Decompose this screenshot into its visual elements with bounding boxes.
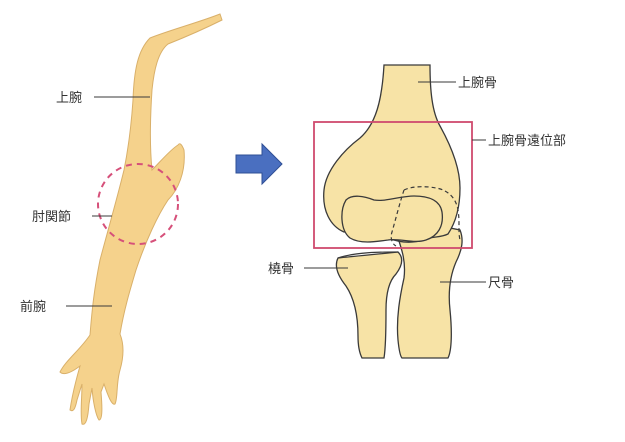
humerus-condyle bbox=[341, 195, 444, 243]
radius-bone bbox=[335, 251, 403, 359]
label-humerus: 上腕骨 bbox=[458, 75, 497, 91]
radius-head-line bbox=[337, 251, 399, 259]
label-distal-humerus: 上腕骨遠位部 bbox=[488, 133, 566, 149]
label-elbow-joint: 肘関節 bbox=[32, 210, 71, 225]
label-forearm: 前腕 bbox=[20, 299, 46, 315]
label-upper-arm: 上腕 bbox=[56, 90, 82, 106]
label-radius: 橈骨 bbox=[268, 262, 294, 277]
arm-shape bbox=[59, 13, 223, 425]
distal-humerus-box bbox=[313, 121, 473, 249]
ulna-bone bbox=[396, 225, 463, 359]
ulna-hidden-outline bbox=[390, 186, 461, 247]
label-ulna: 尺骨 bbox=[488, 276, 514, 291]
right-arrow-icon bbox=[235, 142, 283, 186]
arm-illustration bbox=[59, 13, 223, 425]
elbow-bones bbox=[323, 64, 463, 359]
elbow-highlight-circle bbox=[97, 163, 179, 245]
